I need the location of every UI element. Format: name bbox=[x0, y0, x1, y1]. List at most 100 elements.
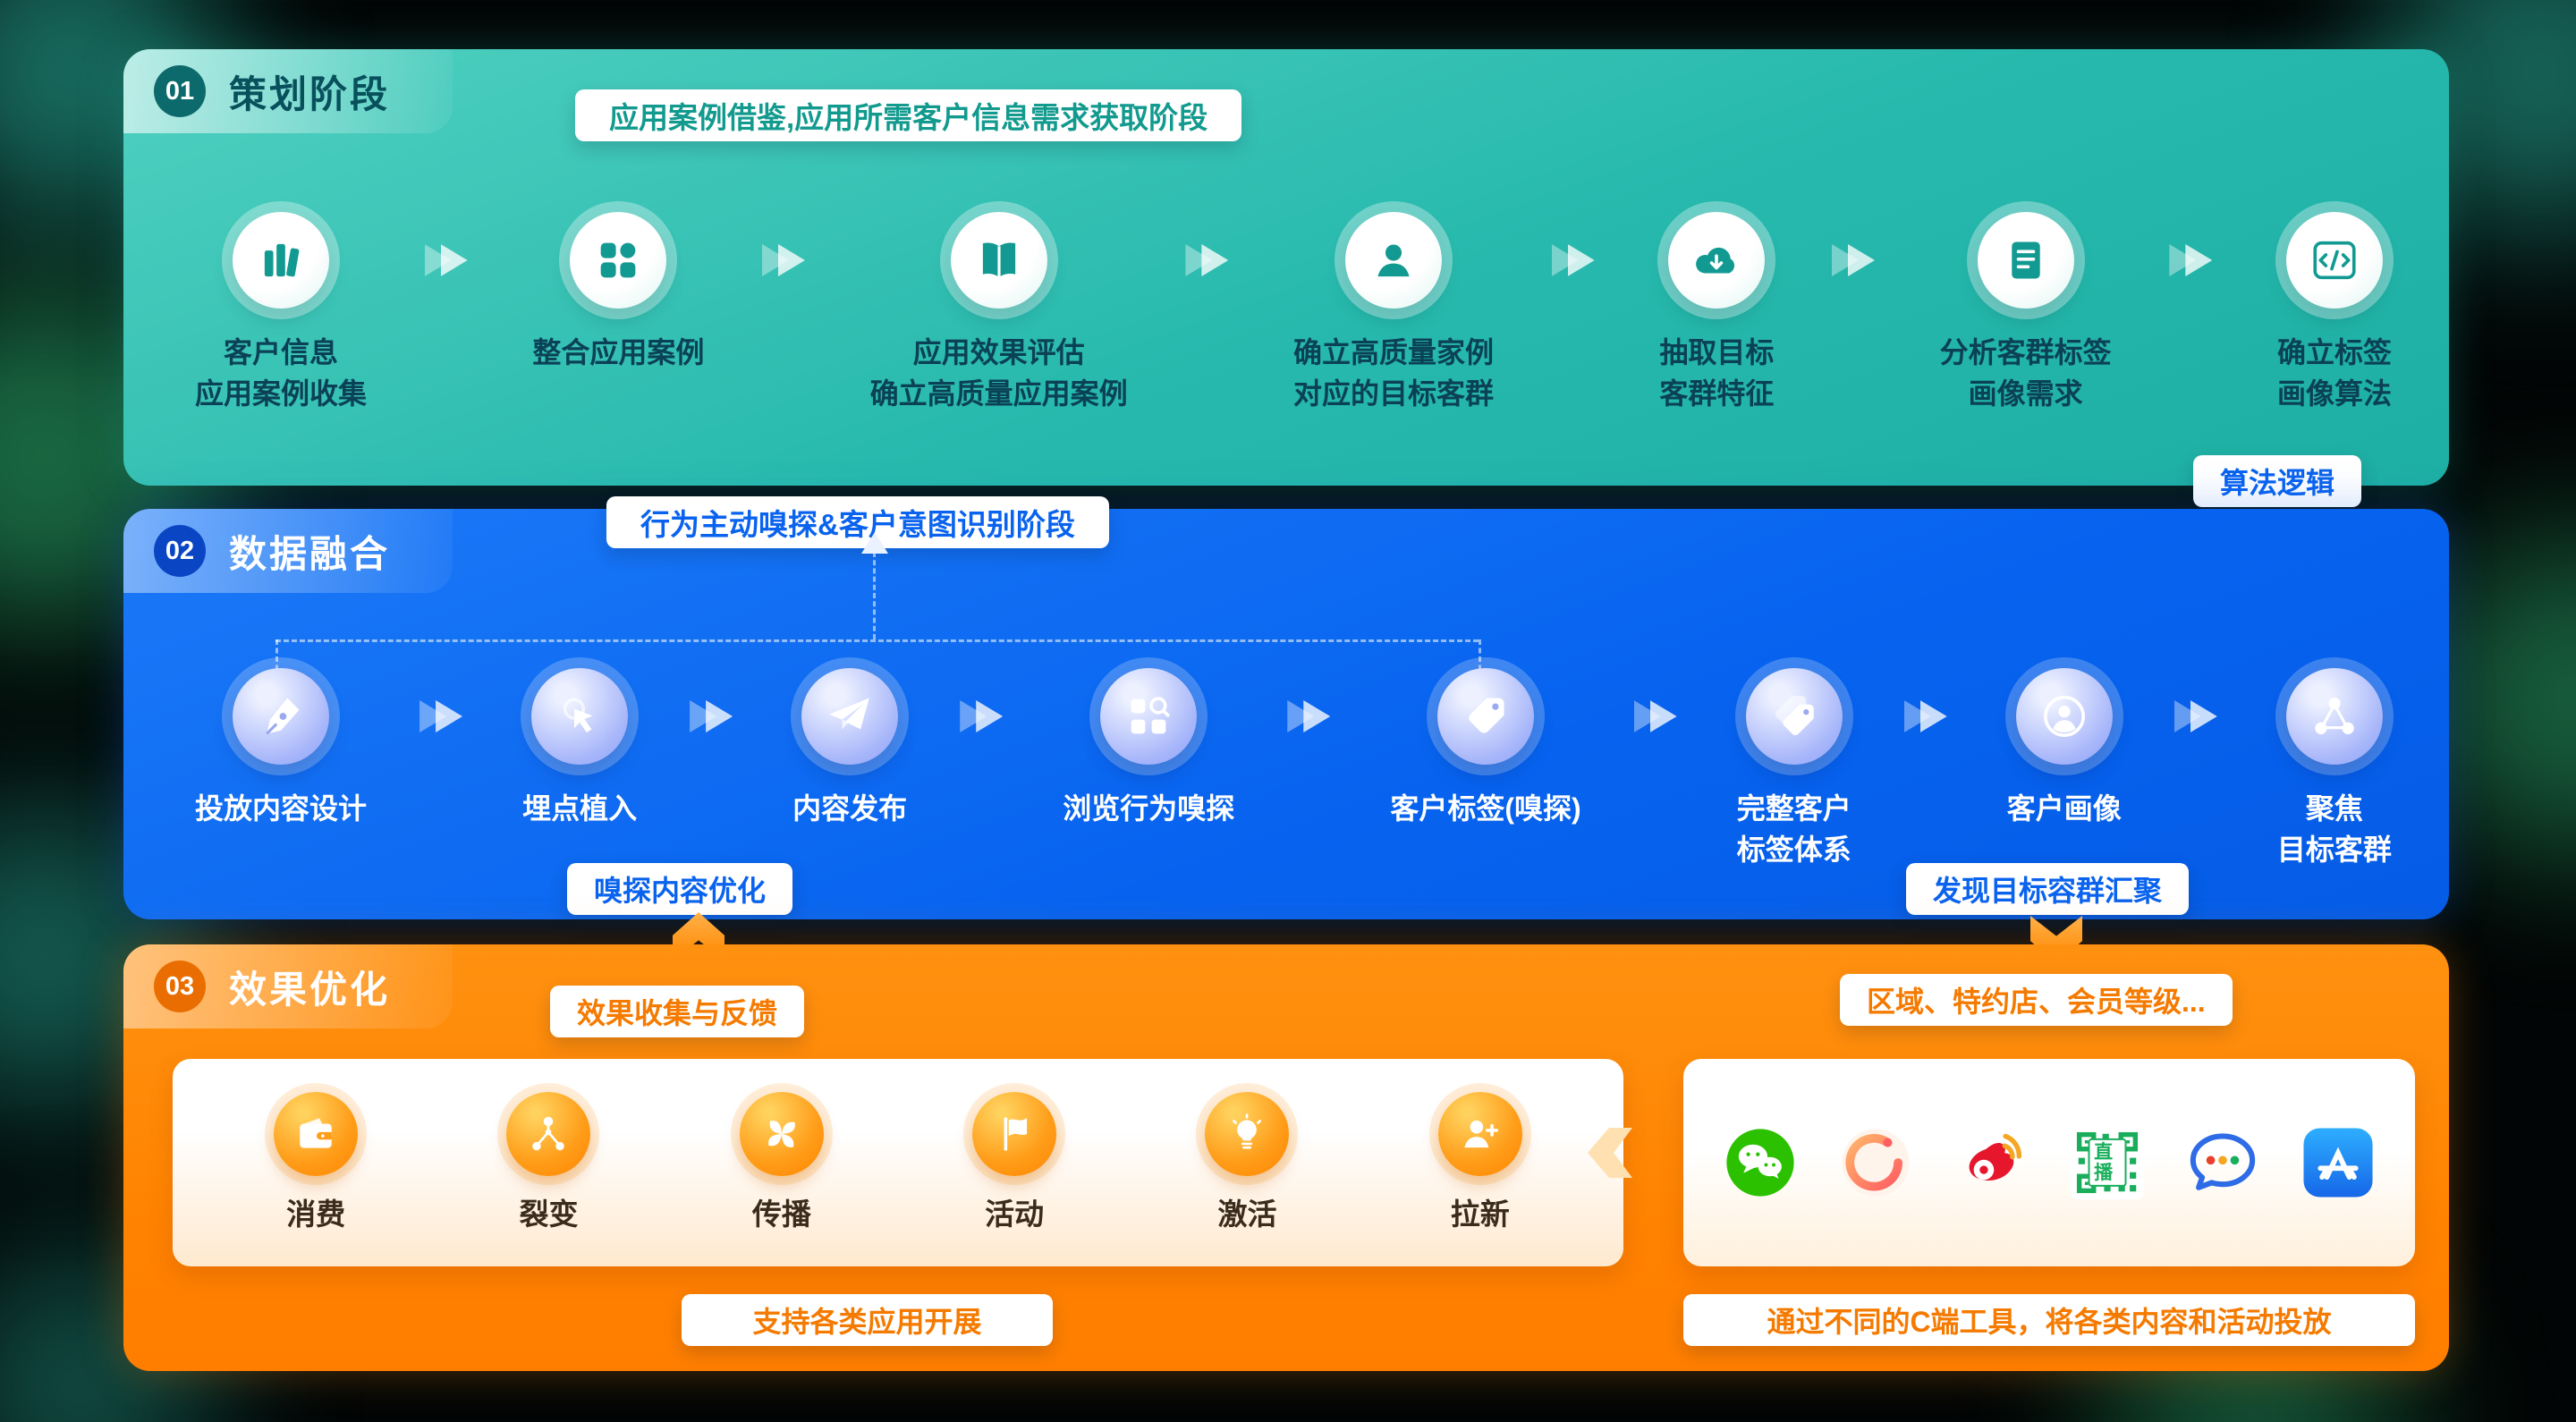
stage-3-header: 03 效果优化 bbox=[123, 944, 453, 1028]
flow-arrow-icon bbox=[762, 242, 812, 278]
user-icon bbox=[1344, 212, 1442, 309]
step-tag-analysis: 分析客群标签 画像需求 bbox=[1940, 212, 2112, 415]
live-label: 直播 bbox=[2088, 1138, 2127, 1188]
effect-feedback-tag: 效果收集与反馈 bbox=[550, 986, 805, 1037]
user-circle-icon bbox=[2015, 668, 2113, 765]
wechat-channels-icon bbox=[1837, 1124, 1914, 1201]
step-label: 客户画像 bbox=[2006, 792, 2122, 825]
wallet-icon bbox=[274, 1092, 359, 1176]
step-label: 埋点植入 bbox=[522, 792, 638, 825]
app-label: 裂变 bbox=[519, 1198, 579, 1231]
tags-icon bbox=[1745, 668, 1843, 765]
channels-card: 直播 bbox=[1683, 1059, 2415, 1266]
stage-2-steps: 投放内容设计 埋点植入 内容发布 浏览行为嗅探 bbox=[195, 668, 2392, 871]
code-icon bbox=[2285, 212, 2383, 309]
stage-1-number-badge: 01 bbox=[154, 65, 206, 117]
step-label: 客户信息 应用案例收集 bbox=[195, 336, 368, 411]
pen-icon bbox=[233, 668, 329, 765]
app-spread: 传播 bbox=[739, 1092, 824, 1233]
flow-arrow-icon bbox=[1904, 698, 1954, 734]
open-book-icon bbox=[950, 212, 1047, 309]
step-case-collection: 客户信息 应用案例收集 bbox=[195, 212, 367, 415]
step-case-integration: 整合应用案例 bbox=[532, 212, 704, 373]
algorithm-logic-tag: 算法逻辑 bbox=[2193, 455, 2362, 507]
step-label: 确立高质量家例 对应的目标客群 bbox=[1292, 336, 1494, 411]
dashed-connector-line bbox=[275, 639, 1479, 642]
flow-arrow-icon bbox=[1832, 242, 1882, 278]
flow-arrow-icon bbox=[425, 242, 475, 278]
step-label: 分析客群标签 画像需求 bbox=[1939, 336, 2112, 411]
weibo-icon bbox=[1953, 1124, 2029, 1201]
pinwheel-icon bbox=[739, 1092, 824, 1176]
step-behavior-sniffing: 浏览行为嗅探 bbox=[1063, 668, 1234, 829]
app-label: 活动 bbox=[985, 1198, 1045, 1231]
stage-1-title: 策划阶段 bbox=[229, 72, 391, 115]
browse-sniff-icon bbox=[1100, 668, 1198, 765]
app-activate: 激活 bbox=[1205, 1092, 1290, 1233]
app-grid-icon bbox=[570, 212, 667, 309]
step-target-focus: 聚焦 目标客群 bbox=[2277, 668, 2392, 871]
step-label: 聚焦 目标客群 bbox=[2276, 792, 2392, 867]
app-store-icon bbox=[2300, 1124, 2377, 1201]
step-label: 内容发布 bbox=[792, 792, 908, 825]
stage-2-title: 数据融合 bbox=[229, 532, 391, 575]
tap-click-icon bbox=[531, 668, 629, 765]
up-arrowhead-icon bbox=[861, 532, 888, 554]
stage-2-data-fusion-band: 02 数据融合 行为主动嗅探&客户意图识别阶段 投放内容设计 埋点植入 bbox=[123, 496, 2449, 919]
stage-1-header: 01 策划阶段 bbox=[123, 49, 453, 133]
app-acquire: 拉新 bbox=[1437, 1092, 1522, 1233]
flow-arrow-icon bbox=[2174, 698, 2224, 734]
step-label: 浏览行为嗅探 bbox=[1063, 792, 1235, 825]
stage-1-planning-band: 01 策划阶段 应用案例借鉴,应用所需客户信息需求获取阶段 客户信息 应用案例收… bbox=[123, 49, 2449, 486]
stage-1-steps: 客户信息 应用案例收集 整合应用案例 应用效果评估 确立高质量应用案例 bbox=[195, 212, 2392, 415]
flow-arrow-icon bbox=[419, 698, 470, 734]
app-label: 消费 bbox=[286, 1198, 346, 1231]
apps-footer-tag: 支持各类应用开展 bbox=[682, 1294, 1053, 1346]
app-label: 拉新 bbox=[1450, 1198, 1510, 1231]
step-content-design: 投放内容设计 bbox=[195, 668, 367, 829]
step-label: 确立标签 画像算法 bbox=[2276, 336, 2392, 411]
flow-arrow-icon bbox=[1634, 698, 1684, 734]
step-effect-evaluation: 应用效果评估 确立高质量应用案例 bbox=[870, 212, 1128, 415]
app-consume: 消费 bbox=[274, 1092, 359, 1233]
step-label: 应用效果评估 确立高质量应用案例 bbox=[869, 336, 1128, 411]
app-activity: 活动 bbox=[972, 1092, 1057, 1233]
step-feature-extraction: 抽取目标 客群特征 bbox=[1659, 212, 1774, 415]
sniff-content-optimize-tag: 嗅探内容优化 bbox=[567, 863, 793, 915]
app-label: 传播 bbox=[751, 1198, 811, 1231]
flow-arrow-icon bbox=[1552, 242, 1602, 278]
fission-network-icon bbox=[506, 1092, 591, 1176]
step-label: 抽取目标 客群特征 bbox=[1659, 336, 1775, 411]
step-algorithm: 确立标签 画像算法 bbox=[2277, 212, 2392, 415]
stage-3-title: 效果优化 bbox=[229, 968, 391, 1011]
flow-arrow-icon bbox=[1185, 242, 1235, 278]
user-plus-icon bbox=[1437, 1092, 1522, 1176]
step-tag-system: 完整客户 标签体系 bbox=[1737, 668, 1852, 871]
step-customer-tag: 客户标签(嗅探) bbox=[1390, 668, 1581, 829]
lightbulb-icon bbox=[1205, 1092, 1290, 1176]
stage-2-number-badge: 02 bbox=[154, 525, 206, 577]
step-target-group: 确立高质量家例 对应的目标客群 bbox=[1293, 212, 1494, 415]
step-content-publish: 内容发布 bbox=[792, 668, 907, 829]
step-label: 投放内容设计 bbox=[195, 792, 368, 825]
segments-tag: 区域、特约店、会员等级... bbox=[1840, 974, 2233, 1026]
stage-1-banner: 应用案例借鉴,应用所需客户信息需求获取阶段 bbox=[575, 89, 1242, 141]
dashed-connector-line bbox=[275, 639, 278, 679]
dashed-connector-line bbox=[1479, 639, 1481, 679]
flow-arrow-icon bbox=[690, 698, 740, 734]
live-qrcode-icon: 直播 bbox=[2069, 1124, 2146, 1201]
tag-icon bbox=[1436, 668, 1534, 765]
flow-arrow-icon bbox=[1287, 698, 1337, 734]
stage-3-number-badge: 03 bbox=[154, 961, 206, 1012]
books-icon bbox=[233, 212, 329, 309]
network-icon bbox=[2285, 668, 2383, 765]
step-customer-profile: 客户画像 bbox=[2007, 668, 2122, 829]
flag-icon bbox=[972, 1092, 1057, 1176]
dashed-connector-line bbox=[873, 552, 876, 639]
paper-plane-icon bbox=[801, 668, 899, 765]
flow-arrow-icon bbox=[960, 698, 1010, 734]
document-icon bbox=[1977, 212, 2074, 309]
channels-footer-tag: 通过不同的C端工具，将各类内容和活动投放 bbox=[1683, 1294, 2415, 1346]
stage-2-header: 02 数据融合 bbox=[123, 509, 453, 593]
